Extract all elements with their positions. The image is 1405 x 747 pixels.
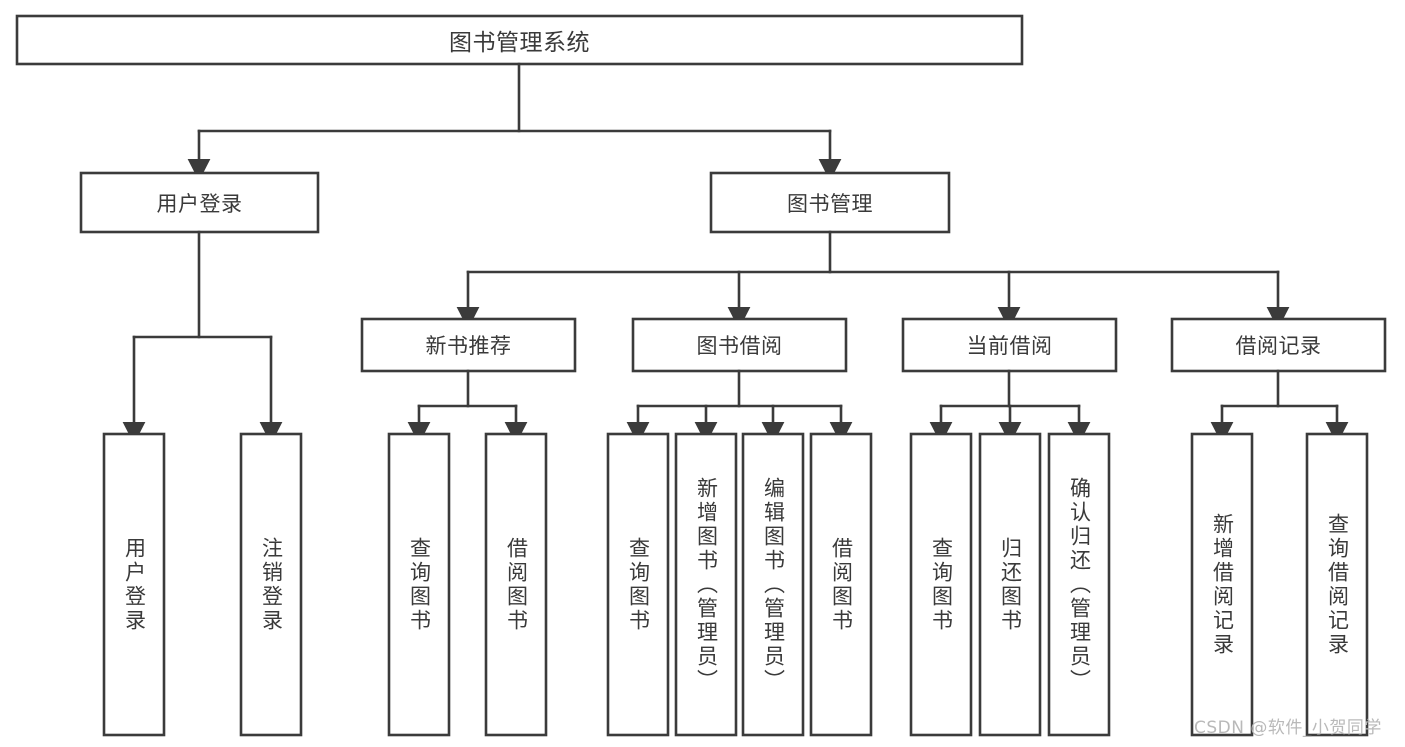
leaf-box-book-borrow-1[interactable] xyxy=(674,432,738,737)
leaf-box-new-book-rec-1[interactable] xyxy=(484,432,548,737)
node-book-manage-box[interactable] xyxy=(709,171,951,234)
watermark-text: CSDN @软件_小贺同学 xyxy=(1194,718,1382,738)
leaf-box-user-login-1[interactable] xyxy=(239,432,303,737)
node-new-book-rec-box[interactable] xyxy=(360,317,577,373)
node-user-login-box[interactable] xyxy=(79,171,320,234)
leaf-box-book-borrow-3[interactable] xyxy=(809,432,873,737)
node-borrow-record-box[interactable] xyxy=(1170,317,1387,373)
leaf-box-current-borrow-1[interactable] xyxy=(978,432,1042,737)
node-current-borrow-box[interactable] xyxy=(901,317,1118,373)
leaf-box-borrow-record-1[interactable] xyxy=(1305,432,1369,737)
leaf-box-user-login-0[interactable] xyxy=(102,432,166,737)
leaf-box-new-book-rec-0[interactable] xyxy=(387,432,451,737)
node-book-borrow-box[interactable] xyxy=(631,317,848,373)
leaf-box-book-borrow-0[interactable] xyxy=(606,432,670,737)
leaf-box-borrow-record-0[interactable] xyxy=(1190,432,1254,737)
leaf-box-current-borrow-0[interactable] xyxy=(909,432,973,737)
leaf-box-book-borrow-2[interactable] xyxy=(741,432,805,737)
node-root-box[interactable] xyxy=(15,14,1024,66)
leaf-box-current-borrow-2[interactable] xyxy=(1047,432,1111,737)
